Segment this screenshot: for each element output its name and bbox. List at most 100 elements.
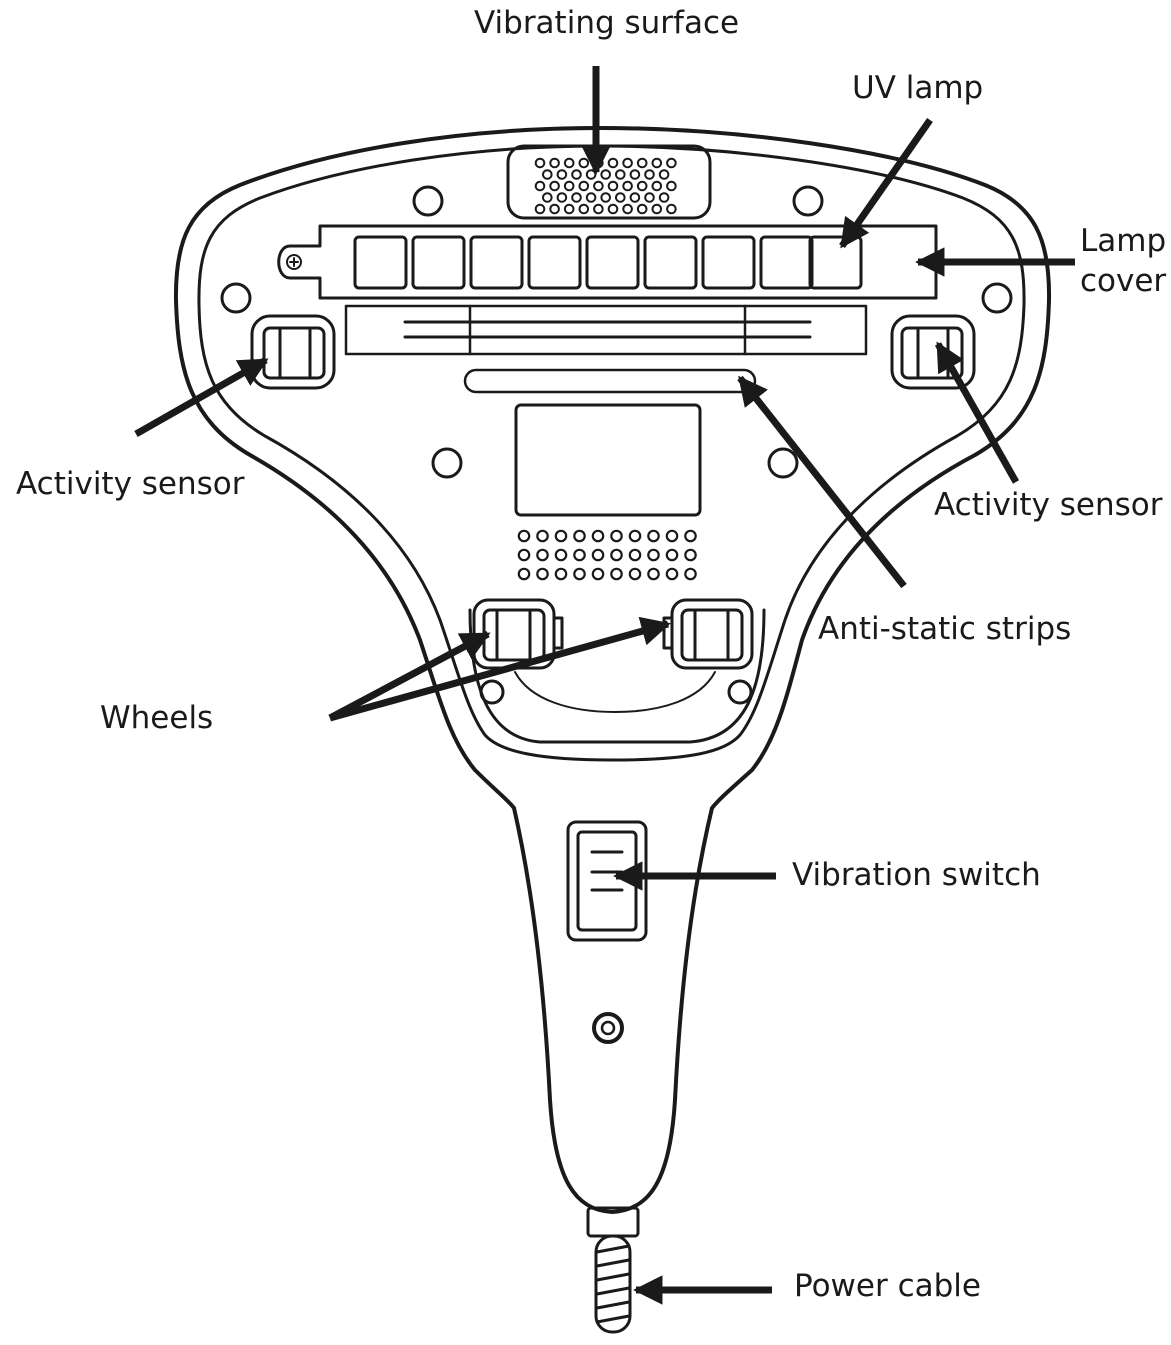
hole — [578, 157, 590, 169]
hole — [644, 192, 655, 203]
wheel-recess-inner — [514, 671, 716, 713]
label-activity-sensor-right: Activity sensor — [934, 487, 1163, 523]
hole — [684, 529, 697, 543]
hole — [600, 192, 612, 203]
device-body-outline — [173, 126, 1052, 1214]
hole — [636, 180, 648, 192]
hole — [666, 180, 677, 192]
hole — [665, 529, 679, 543]
label-window — [514, 403, 702, 517]
anti-static-strip — [463, 368, 757, 394]
hole — [573, 529, 586, 543]
hole — [549, 203, 560, 215]
hole — [684, 548, 697, 562]
hole — [647, 567, 660, 581]
vent-holes — [517, 529, 697, 581]
hole — [607, 180, 619, 192]
vibrating-surface-holes — [534, 157, 677, 215]
arrow-anti-static-strips — [737, 375, 907, 589]
hole — [636, 157, 648, 169]
hole — [622, 203, 633, 215]
hole — [573, 567, 586, 581]
hole — [658, 192, 670, 203]
label-lamp-cover-line1: Lamp — [1080, 223, 1167, 259]
hole — [536, 567, 549, 581]
hole — [534, 180, 546, 192]
hole — [563, 157, 575, 169]
hole — [549, 157, 560, 169]
lamp-cover-screw — [286, 254, 302, 270]
label-power-cable: Power cable — [794, 1268, 981, 1304]
hole — [636, 203, 648, 215]
lamp-cover-plate — [277, 224, 938, 300]
hole — [571, 192, 582, 203]
hole — [517, 548, 531, 562]
hole — [628, 529, 642, 543]
arrow-activity-sensor-right — [934, 341, 1020, 484]
hole — [647, 548, 660, 562]
uv-lamp-cell — [759, 235, 814, 290]
wheel-right — [662, 598, 754, 670]
arrow-activity-sensor-left — [134, 356, 269, 438]
hole — [536, 548, 549, 562]
hole — [610, 548, 623, 562]
hole — [647, 529, 660, 543]
hole — [517, 529, 531, 543]
hole — [607, 203, 619, 215]
hole — [658, 169, 670, 180]
uv-lamp-cell — [411, 235, 466, 290]
vibration-switch — [566, 820, 648, 942]
hole — [622, 157, 633, 169]
activity-sensor-left — [250, 314, 336, 390]
hole — [651, 157, 663, 169]
hole — [607, 157, 619, 169]
hole — [600, 169, 612, 180]
uv-lamp-cell — [469, 235, 524, 290]
hole — [628, 548, 642, 562]
arrow-wheel-right — [329, 616, 671, 722]
label-vibration-switch: Vibration switch — [792, 857, 1041, 893]
hole — [534, 203, 546, 215]
label-anti-static-strips: Anti-static strips — [818, 611, 1072, 647]
arrow-wheel-left — [328, 630, 491, 722]
hole — [573, 548, 586, 562]
hole — [585, 192, 597, 203]
device-inner-outline — [197, 144, 1026, 762]
hole — [666, 157, 677, 169]
hole — [651, 203, 663, 215]
hole — [591, 529, 605, 543]
arrow-uv-lamp — [839, 117, 933, 249]
strip-window — [344, 304, 868, 356]
hole — [644, 169, 655, 180]
hole — [629, 169, 641, 180]
hole — [536, 529, 549, 543]
screw-hole — [220, 282, 252, 314]
label-lamp-cover-line2: cover — [1080, 263, 1167, 299]
hole — [554, 567, 568, 581]
hole — [542, 169, 553, 180]
hole — [563, 203, 575, 215]
hole — [571, 169, 582, 180]
screw-hole — [767, 447, 799, 479]
hole — [665, 567, 679, 581]
uv-lamp-cell — [585, 235, 640, 290]
hole — [591, 567, 605, 581]
label-wheels: Wheels — [100, 700, 214, 736]
hole — [563, 180, 575, 192]
uv-lamp-array — [353, 235, 863, 290]
handle-screw — [592, 1012, 624, 1044]
activity-sensor-right — [890, 314, 976, 390]
screw-hole — [727, 679, 753, 705]
screw-hole — [792, 185, 824, 217]
label-activity-sensor-left: Activity sensor — [16, 466, 245, 502]
hole — [610, 529, 623, 543]
screw-hole — [412, 185, 444, 217]
hole — [578, 180, 590, 192]
hole — [615, 169, 626, 180]
hole — [651, 180, 663, 192]
hole — [665, 548, 679, 562]
uv-lamp-cell — [701, 235, 756, 290]
hole — [554, 548, 568, 562]
